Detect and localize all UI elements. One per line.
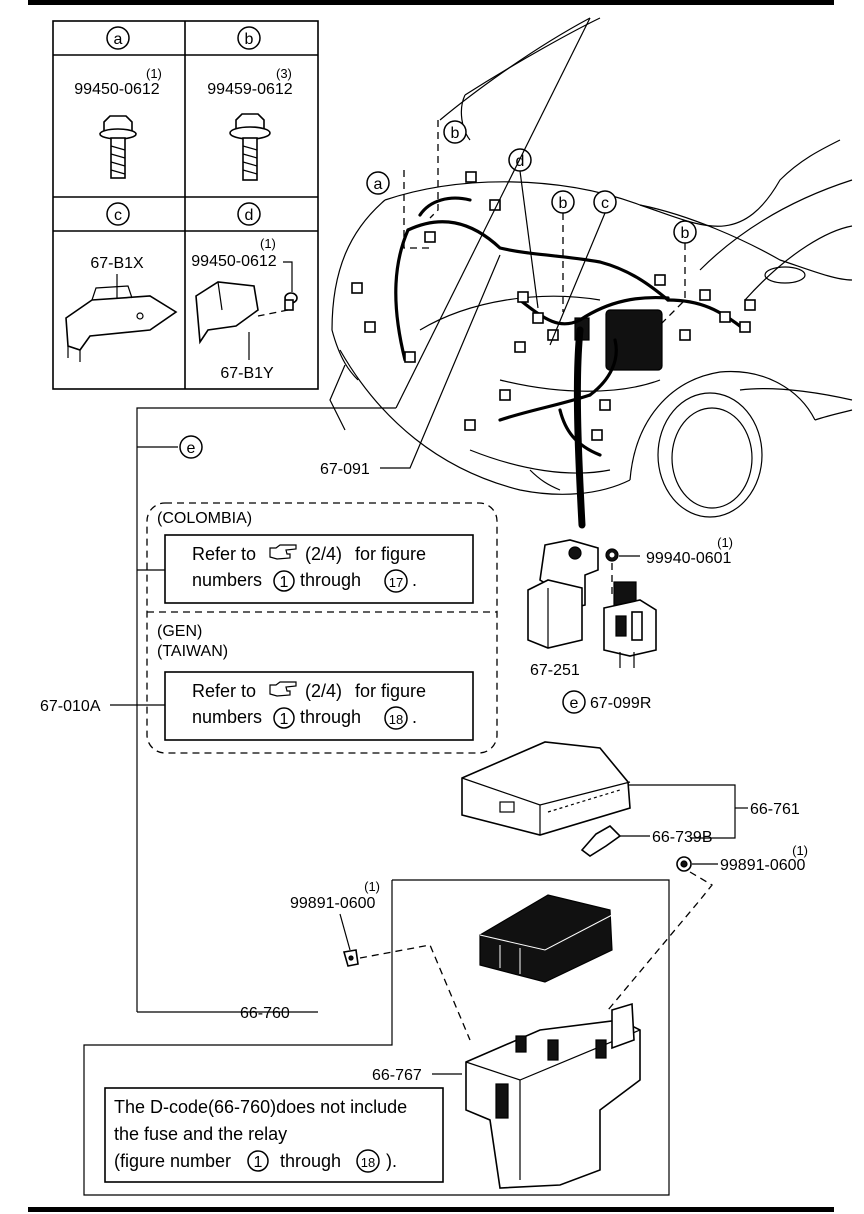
part-66-739b: 66-739B <box>652 829 713 846</box>
callout-b-circle-1 <box>443 120 467 144</box>
note-line-3-mid: through <box>280 1151 341 1171</box>
callout-a-circle <box>366 171 390 195</box>
gen-line2-mid: through <box>300 707 361 727</box>
fuse-block-67-099r <box>603 581 657 668</box>
gen-title-1: (GEN) <box>157 623 202 640</box>
note-line-1: The D-code(66-760)does not include <box>114 1097 407 1117</box>
leader-lines <box>110 17 591 1013</box>
callout-e-circle-1 <box>179 435 203 459</box>
colombia-from: 1 <box>280 574 289 591</box>
part-66-767: 66-767 <box>372 1067 422 1084</box>
gen-line2-pre: numbers <box>192 707 262 727</box>
colombia-line1-pre: Refer to <box>192 544 256 564</box>
part-67-010a: 67-010A <box>40 698 101 715</box>
d-code-note-box <box>104 1087 444 1183</box>
part-99891-0600-left: 99891-0600 <box>290 895 376 912</box>
key-a-qty: (1) <box>146 66 162 81</box>
market-variant-group <box>146 502 498 754</box>
hand-pointer-icon <box>269 544 297 560</box>
vehicle-callouts: a b d b c b <box>366 120 697 346</box>
flange-bolt-icon <box>229 113 271 181</box>
top-border <box>28 0 834 5</box>
bracket-67-b1y-icon <box>195 261 298 360</box>
fuse-box-bracket-frame <box>83 879 670 1196</box>
key-circle-d <box>237 202 261 226</box>
note-line-2: the fuse and the relay <box>114 1124 287 1144</box>
bracket-67-b1x-icon <box>65 274 178 362</box>
note-to: 18 <box>361 1155 375 1170</box>
battery-block <box>605 309 663 371</box>
note-line-3-pre: (figure number <box>114 1151 231 1171</box>
callout-e-circle-2 <box>562 690 586 714</box>
gen-line1-post: for figure <box>355 681 426 701</box>
callout-d: d <box>516 153 525 170</box>
key-letter-a: a <box>114 31 123 48</box>
callout-e-2: e <box>570 695 579 712</box>
colombia-line1-post: for figure <box>355 544 426 564</box>
colombia-to: 17 <box>389 575 403 590</box>
gen-line1-pre: Refer to <box>192 681 256 701</box>
callout-b-1: b <box>451 125 460 142</box>
part-67-099r: 67-099R <box>590 695 651 712</box>
part-66-760: 66-760 <box>240 1005 290 1022</box>
gen-line2-end: . <box>412 707 417 727</box>
key-d-qty: (1) <box>260 236 276 251</box>
note-line-3-end: ). <box>386 1151 397 1171</box>
part-67-091: 67-091 <box>320 461 370 478</box>
bolt-icon <box>99 115 137 179</box>
gen-line1-ref: (2/4) <box>305 681 342 701</box>
key-d-part2: 67-B1Y <box>220 365 274 382</box>
key-letter-c: c <box>114 207 122 224</box>
fastener-key-table: a (1) 99450-0612 b (3) 99459-0612 c <box>52 20 319 390</box>
gen-note-box <box>164 671 474 741</box>
clip-icon-left <box>342 949 359 967</box>
colombia-line1-ref: (2/4) <box>305 544 342 564</box>
colombia-line2-mid: through <box>300 570 361 590</box>
key-a-part: 99450-0612 <box>74 81 160 98</box>
colombia-line2-pre: numbers <box>192 570 262 590</box>
part-66-761: 66-761 <box>750 801 800 818</box>
nut-icon <box>605 548 619 562</box>
fuse-box-base-66-767 <box>465 1002 641 1189</box>
callout-a: a <box>374 176 383 193</box>
colombia-note-box <box>164 534 474 604</box>
part-99940-qty: (1) <box>717 535 733 550</box>
note-from: 1 <box>254 1154 263 1171</box>
part-99940-0601: 99940-0601 <box>646 550 732 567</box>
fuse-box-cover-66-761 <box>461 741 631 836</box>
part-99891-0600-right: 99891-0600 <box>720 857 806 874</box>
key-circle-a <box>106 26 130 50</box>
key-letter-b: b <box>245 31 254 48</box>
key-b-qty: (3) <box>276 66 292 81</box>
colombia-line2-end: . <box>412 570 417 590</box>
gen-to: 18 <box>389 712 403 727</box>
main-harness-wire <box>406 220 670 302</box>
callout-c: c <box>601 195 609 212</box>
key-d-part: 99450-0612 <box>191 253 277 270</box>
key-circle-c <box>106 202 130 226</box>
gen-title-2: (TAIWAN) <box>157 643 228 660</box>
gen-from: 1 <box>280 711 289 728</box>
vehicle-illustration <box>329 17 853 529</box>
key-c-part: 67-B1X <box>90 255 144 272</box>
key-circle-b <box>237 26 261 50</box>
clip-icon-right <box>676 856 692 872</box>
hand-pointer-icon <box>269 681 297 697</box>
callout-e-1: e <box>187 440 196 457</box>
colombia-title: (COLOMBIA) <box>157 510 252 527</box>
cable-cover-67-251 <box>527 539 599 649</box>
part-67-251: 67-251 <box>530 662 580 679</box>
part-99891-right-qty: (1) <box>792 843 808 858</box>
callout-b-2: b <box>559 195 568 212</box>
part-99891-left-qty: (1) <box>364 879 380 894</box>
puller-66-739b <box>580 825 622 857</box>
bottom-border <box>28 1207 834 1212</box>
key-b-part: 99459-0612 <box>207 81 293 98</box>
callout-b-3: b <box>681 225 690 242</box>
relay-module-66-760 <box>479 894 613 983</box>
key-letter-d: d <box>245 207 254 224</box>
